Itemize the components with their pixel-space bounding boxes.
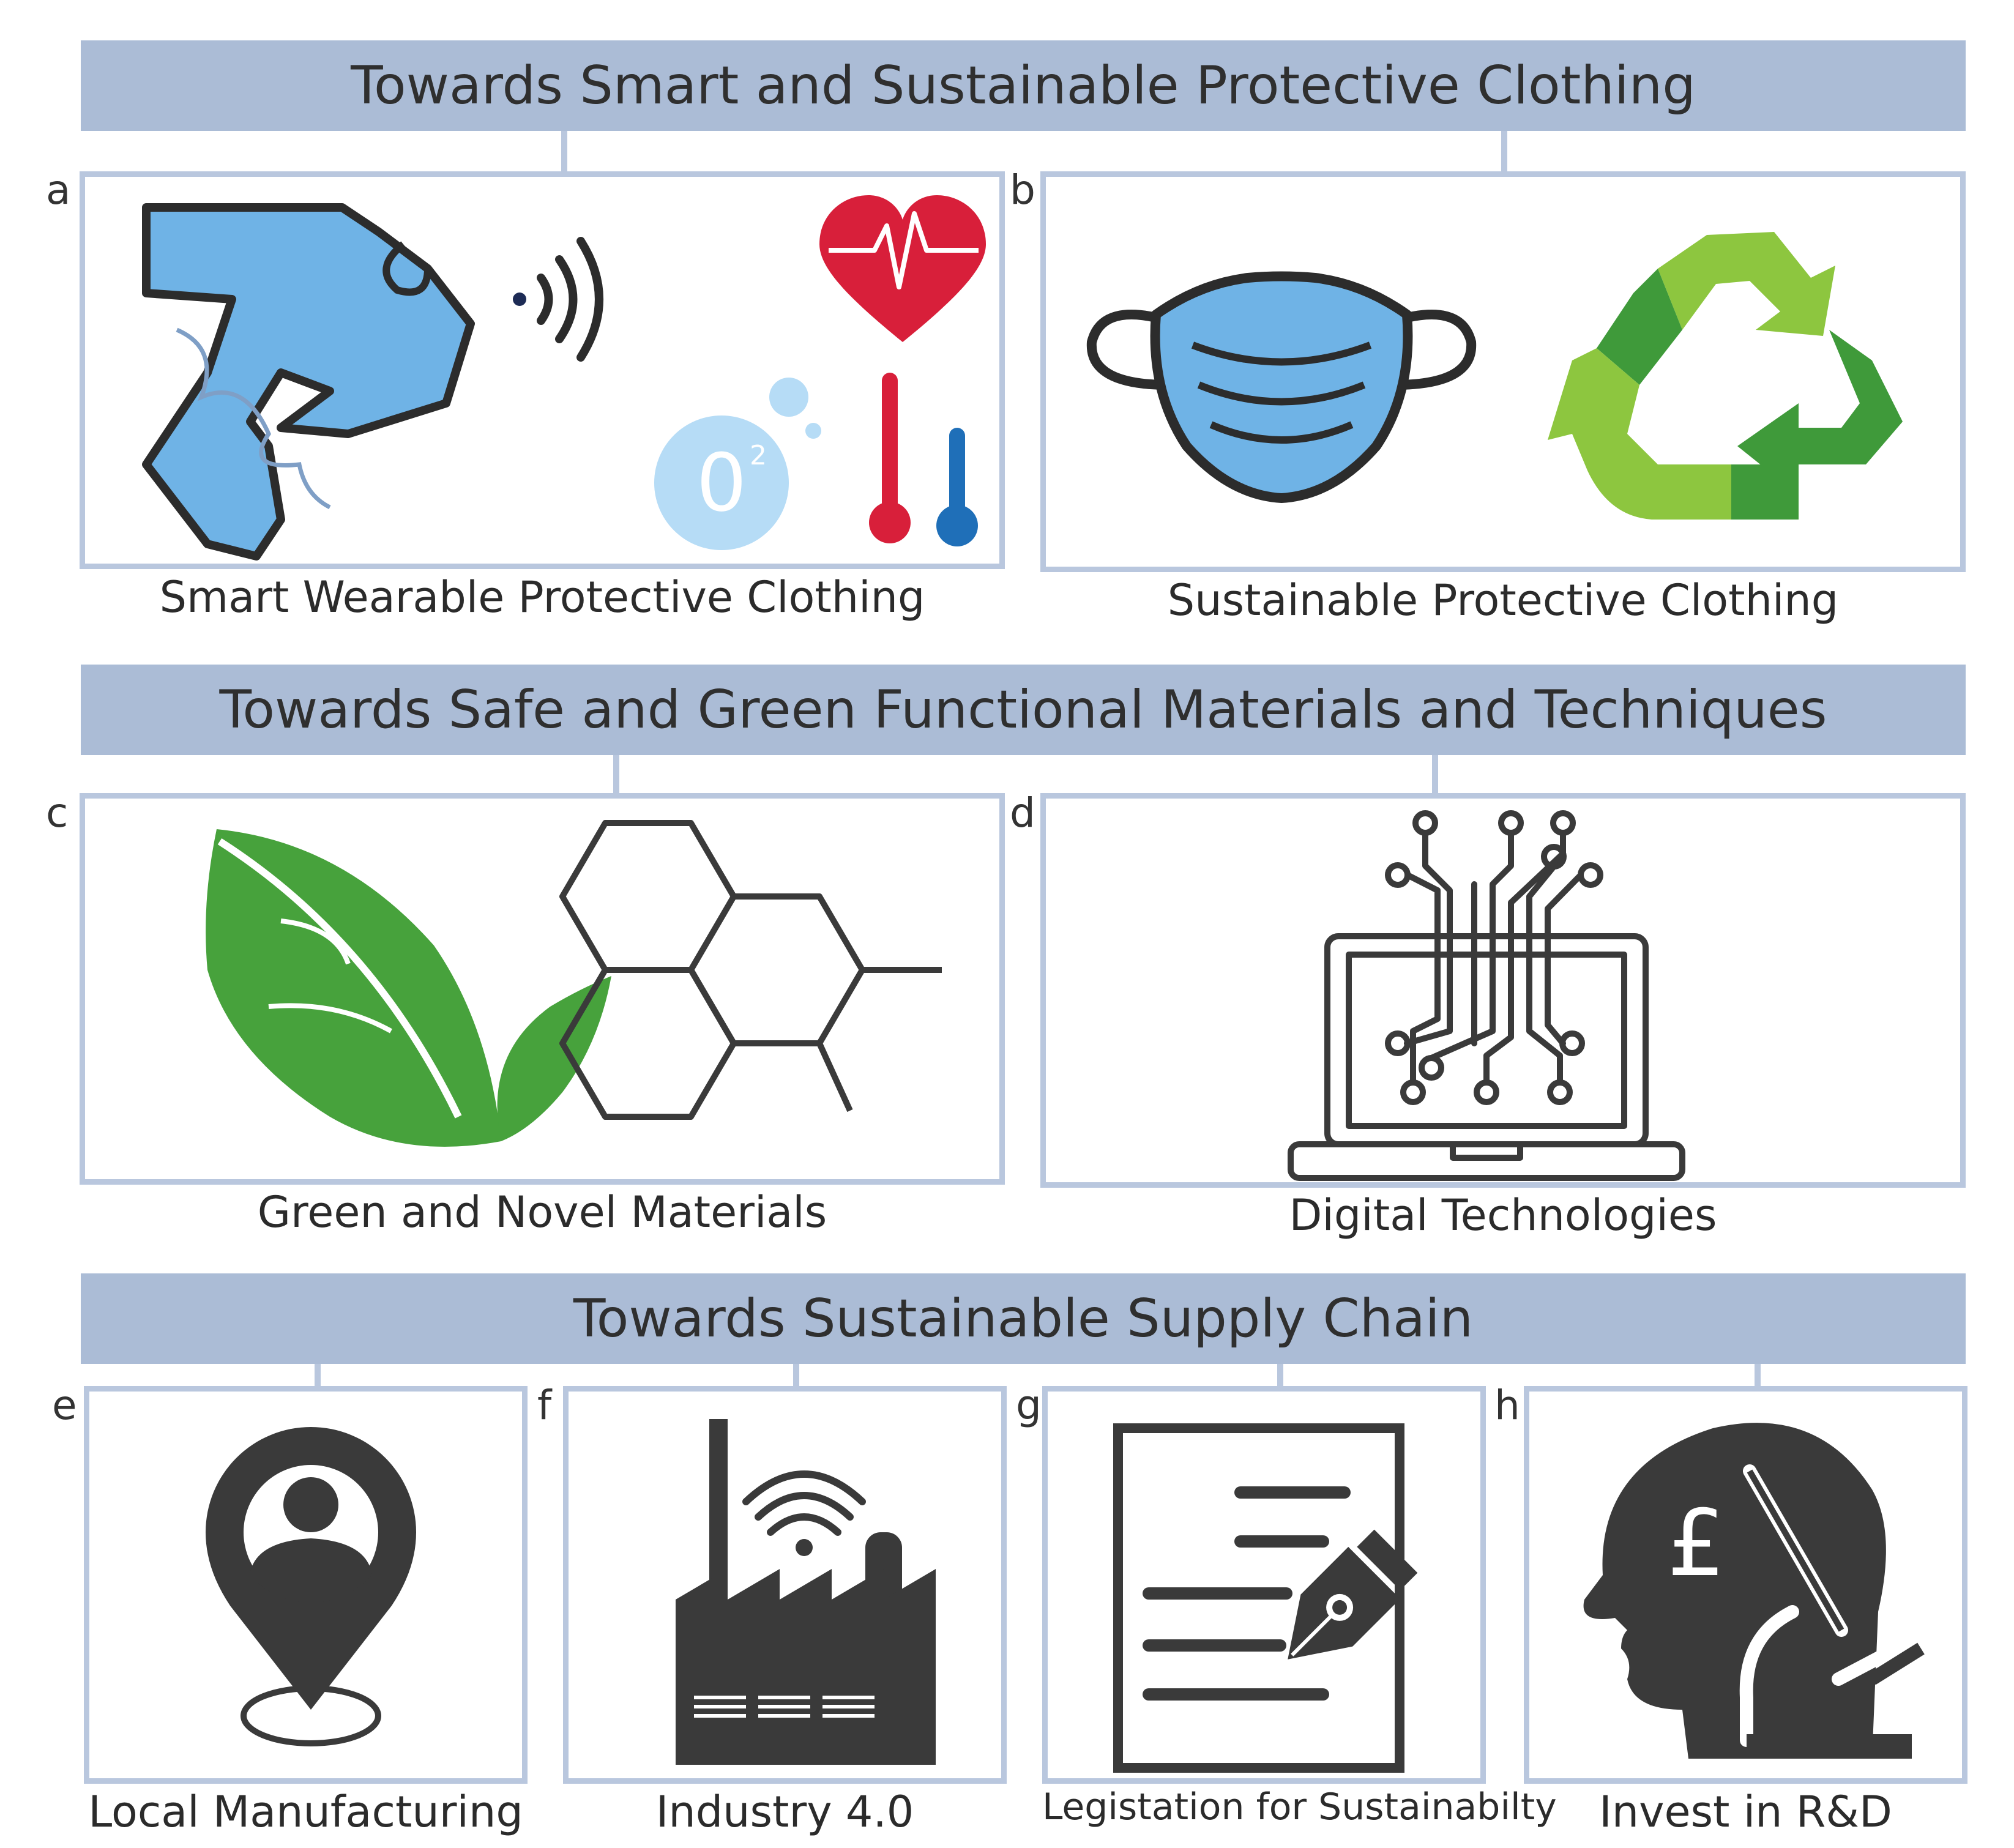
panel-letter-b: b xyxy=(1010,166,1035,214)
panel-h: £ xyxy=(1524,1386,1967,1784)
connector-a xyxy=(561,131,567,173)
panel-c xyxy=(80,793,1005,1185)
thermometer-high-icon xyxy=(869,373,911,543)
caption-a: Smart Wearable Protective Clothing xyxy=(159,572,925,622)
connector-f xyxy=(793,1364,799,1387)
connector-g xyxy=(1277,1364,1283,1387)
head-microscope-icon: £ xyxy=(1583,1423,1925,1759)
panel-b xyxy=(1040,171,1966,572)
panel-letter-h: h xyxy=(1494,1382,1520,1429)
svg-text:£: £ xyxy=(1667,1491,1725,1597)
svg-text:0: 0 xyxy=(696,436,747,529)
leaf-icon xyxy=(206,829,611,1147)
panel-d xyxy=(1040,793,1966,1188)
document-pen-icon xyxy=(1113,1423,1418,1773)
panel-letter-a: a xyxy=(46,166,71,214)
thermometer-low-icon xyxy=(936,428,978,546)
connector-d xyxy=(1432,755,1438,793)
svg-text:2: 2 xyxy=(750,440,767,471)
panel-e xyxy=(84,1386,528,1784)
smart-factory-icon xyxy=(676,1419,936,1765)
caption-d: Digital Technologies xyxy=(1289,1190,1717,1240)
caption-g: Legistation for Sustainabilty xyxy=(1042,1786,1557,1828)
location-person-icon xyxy=(206,1427,416,1746)
laptop-circuit-icon xyxy=(1288,810,1685,1181)
caption-b: Sustainable Protective Clothing xyxy=(1167,575,1839,625)
heart-rate-icon xyxy=(819,195,986,342)
connector-c xyxy=(613,755,619,793)
connector-b xyxy=(1501,131,1507,173)
panel-letter-d: d xyxy=(1010,789,1035,836)
caption-e: Local Manufacturing xyxy=(88,1787,523,1837)
panel-letter-c: c xyxy=(46,789,69,836)
oxygen-icon: 0 2 xyxy=(654,378,821,550)
section-banner-1: Towards Smart and Sustainable Protective… xyxy=(81,40,1966,131)
connector-h xyxy=(1755,1364,1761,1387)
face-mask-icon xyxy=(1086,271,1477,503)
section-banner-2: Towards Safe and Green Functional Materi… xyxy=(81,665,1966,755)
panel-letter-e: e xyxy=(52,1382,77,1429)
panel-a: 0 2 xyxy=(80,171,1005,569)
panel-letter-f: f xyxy=(537,1382,552,1429)
panel-letter-g: g xyxy=(1016,1382,1042,1429)
recycle-icon xyxy=(1548,232,1903,520)
protective-clothing-icon xyxy=(142,203,475,561)
connector-e xyxy=(315,1364,321,1387)
caption-h: Invest in R&D xyxy=(1599,1787,1892,1837)
hexagon-molecule-icon xyxy=(559,820,942,1120)
wireless-signal-icon xyxy=(513,237,603,362)
section-banner-3: Towards Sustainable Supply Chain xyxy=(81,1273,1966,1364)
panel-g xyxy=(1042,1386,1486,1784)
caption-f: Industry 4.0 xyxy=(655,1787,914,1837)
panel-f xyxy=(563,1386,1007,1784)
caption-c: Green and Novel Materials xyxy=(257,1187,827,1237)
